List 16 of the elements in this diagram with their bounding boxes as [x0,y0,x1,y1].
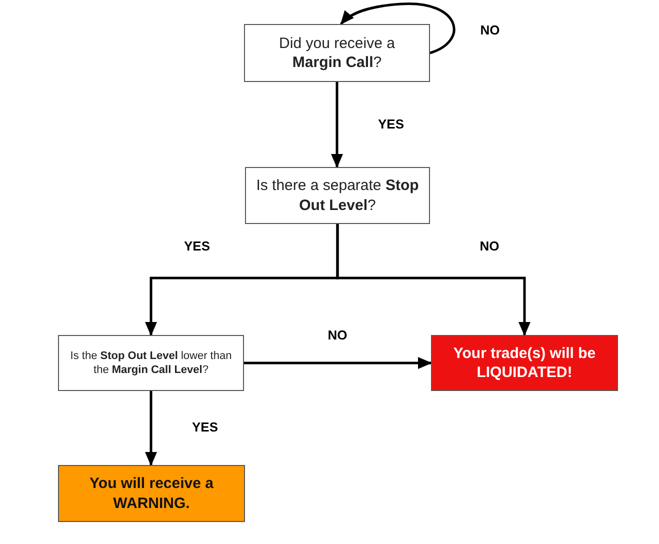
decision-box: Did you receive a Margin Call? [244,24,430,82]
arrow [336,224,530,336]
arrow [340,2,456,54]
edge-label: NO [326,328,350,342]
outcome-box: Your trade(s) will be LIQUIDATED! [431,335,618,391]
edge-label: YES [182,238,212,254]
edge-label: NO [478,238,502,254]
edge-label: NO [478,22,502,38]
outcome-box: You will receive a WARNING. [58,465,245,522]
arrow [244,357,432,369]
arrow [331,82,343,168]
edge-label: YES [190,420,220,434]
decision-box: Is there a separate Stop Out Level? [245,167,430,224]
arrow [145,391,157,466]
decision-box: Is the Stop Out Level lower than the Margin Call Level? [58,335,244,391]
edge-label: YES [376,116,406,131]
